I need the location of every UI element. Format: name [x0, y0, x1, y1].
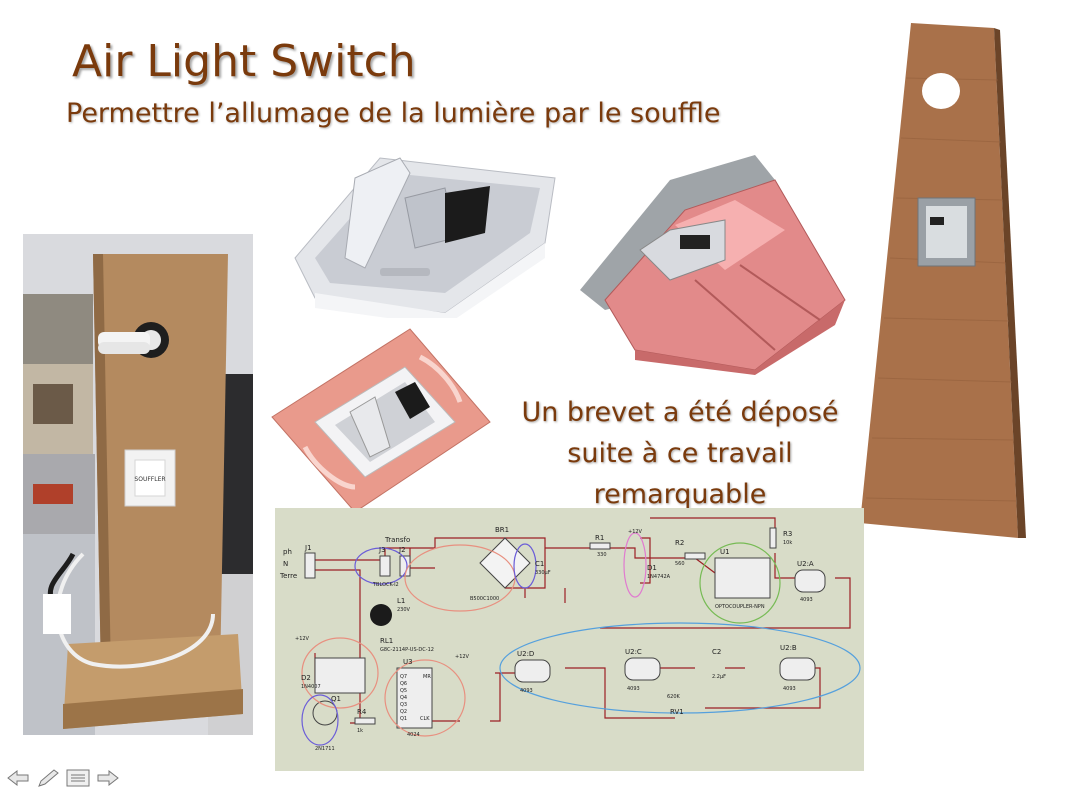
label-rv1: RV1: [670, 708, 684, 716]
label-d2-part: 1N4007: [301, 684, 321, 690]
label-d1: D1: [647, 564, 657, 572]
label-n: N: [283, 560, 288, 568]
label-v12a: +12V: [628, 529, 643, 535]
label-rl1-part: G8C-2114P-US-DC-12: [380, 647, 434, 653]
label-u2c-part: 4093: [627, 686, 640, 692]
circuit-schematic: ph N Terre J1 J3 J2 Transfo TBLOCK-I2 BR…: [275, 508, 864, 771]
label-r4: R4: [357, 708, 367, 716]
pen-icon[interactable]: [36, 768, 60, 788]
label-r1-val: 330: [597, 552, 607, 558]
label-r2: R2: [675, 539, 684, 547]
label-j3: J3: [378, 546, 386, 554]
next-arrow-icon[interactable]: [96, 768, 120, 788]
label-r3: R3: [783, 530, 792, 538]
slide-title: Air Light Switch: [72, 36, 416, 87]
label-u2d: U2:D: [517, 650, 534, 658]
label-l1-val: 230V: [397, 607, 411, 613]
label-u2b-part: 4093: [783, 686, 796, 692]
label-u2a: U2:A: [797, 560, 814, 568]
label-r1: R1: [595, 534, 604, 542]
slide-subtitle: Permettre l’allumage de la lumière par l…: [66, 98, 721, 129]
label-q7: Q7: [400, 674, 407, 680]
patent-line-1: Un brevet a été déposé: [521, 397, 839, 428]
label-d1-part: 1N4742A: [647, 574, 671, 580]
label-u3: U3: [403, 658, 413, 666]
label-u2a-part: 4093: [800, 597, 813, 603]
label-rl1: RL1: [380, 637, 393, 645]
label-tblock: TBLOCK-I2: [372, 582, 399, 588]
label-u3-clk: CLK: [420, 716, 430, 722]
label-u2b: U2:B: [780, 644, 797, 652]
label-v12b: +12V: [295, 636, 310, 642]
menu-icon[interactable]: [66, 768, 90, 788]
label-u3-mr: MR: [423, 674, 431, 680]
label-q5: Q5: [400, 688, 407, 694]
render-grey-base: [294, 157, 556, 318]
label-transfo: Transfo: [384, 536, 410, 544]
label-j1: J1: [304, 544, 312, 552]
label-v12c: +12V: [455, 654, 470, 660]
prototype-photo: SOUFFLER: [23, 234, 253, 735]
render-red-cup: [580, 155, 846, 375]
label-u2d-part: 4093: [520, 688, 533, 694]
patent-line-3: remarquable: [593, 479, 767, 510]
label-r3-val: 10k: [783, 540, 792, 546]
label-rv1-val: 620K: [667, 694, 681, 700]
label-q1: Q1: [331, 695, 341, 703]
render-wood-pillar: [860, 23, 1026, 538]
label-q2: Q2: [400, 709, 407, 715]
label-c2: C2: [712, 648, 721, 656]
label-br1: BR1: [495, 526, 509, 534]
label-u1-part: OPTOCOUPLER-NPN: [715, 604, 765, 610]
slideshow-nav: [6, 768, 120, 788]
label-c1: C1: [535, 560, 544, 568]
label-q6: Q6: [400, 681, 407, 687]
label-c2-val: 2.2µF: [712, 674, 726, 680]
label-u1: U1: [720, 548, 730, 556]
label-d2: D2: [301, 674, 311, 682]
render-salmon-plate: [271, 328, 491, 513]
label-ph: ph: [283, 548, 292, 556]
label-q4: Q4: [400, 695, 407, 701]
label-r4-val: 1k: [357, 728, 363, 734]
label-l1: L1: [397, 597, 405, 605]
label-c1-val: 330µF: [535, 570, 551, 576]
prev-arrow-icon[interactable]: [6, 768, 30, 788]
label-u3-part: 4024: [407, 732, 420, 738]
photo-switch-label: SOUFFLER: [134, 476, 166, 483]
patent-line-2: suite à ce travail: [567, 438, 793, 469]
label-r2-val: 560: [675, 561, 685, 567]
patent-note: Un brevet a été déposé suite à ce travai…: [500, 392, 860, 515]
label-q1-part: 2N1711: [315, 746, 335, 752]
label-br1-part: B500C1000: [470, 596, 499, 602]
label-q1-pin: Q1: [400, 716, 407, 722]
label-j2: J2: [398, 546, 406, 554]
label-q3: Q3: [400, 702, 407, 708]
label-u2c: U2:C: [625, 648, 642, 656]
label-terre: Terre: [279, 572, 297, 580]
